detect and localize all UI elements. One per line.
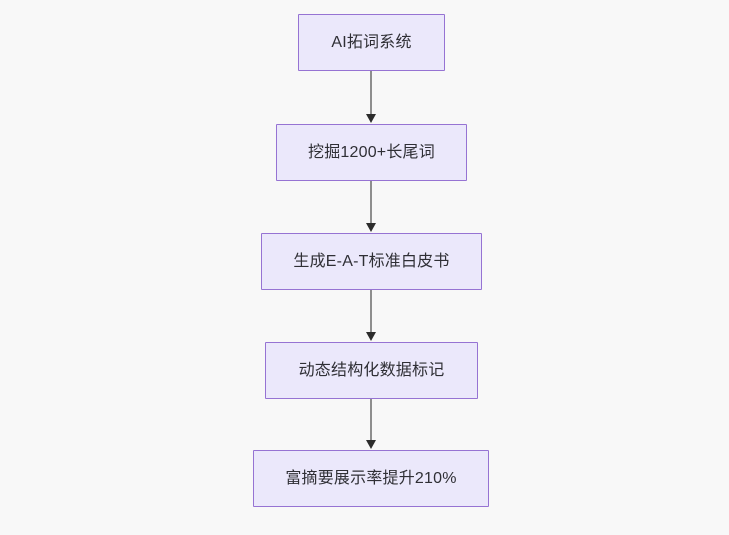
connector-node2-node3: [370, 181, 372, 224]
flow-node-label: 动态结构化数据标记: [298, 361, 445, 379]
flow-node-structured-data-markup[interactable]: 动态结构化数据标记: [265, 342, 478, 399]
connector-node3-node4: [370, 290, 372, 333]
arrowhead-node4-node5: [365, 440, 376, 449]
arrowhead-node3-node4: [365, 332, 376, 341]
flow-node-label: 富摘要展示率提升210%: [285, 469, 457, 487]
connector-node4-node5: [370, 399, 372, 441]
flow-node-rich-snippet-result[interactable]: 富摘要展示率提升210%: [253, 450, 489, 507]
flow-node-label: 挖掘1200+长尾词: [308, 143, 435, 161]
flow-node-label: AI拓词系统: [331, 33, 412, 51]
flow-node-longtail-keywords[interactable]: 挖掘1200+长尾词: [276, 124, 467, 181]
connector-node1-node2: [370, 71, 372, 115]
flow-node-eat-whitepaper[interactable]: 生成E-A-T标准白皮书: [261, 233, 482, 290]
arrowhead-node2-node3: [365, 223, 376, 232]
flow-node-label: 生成E-A-T标准白皮书: [293, 252, 450, 270]
flow-node-ai-keyword-system[interactable]: AI拓词系统: [298, 14, 445, 71]
arrowhead-node1-node2: [365, 114, 376, 123]
